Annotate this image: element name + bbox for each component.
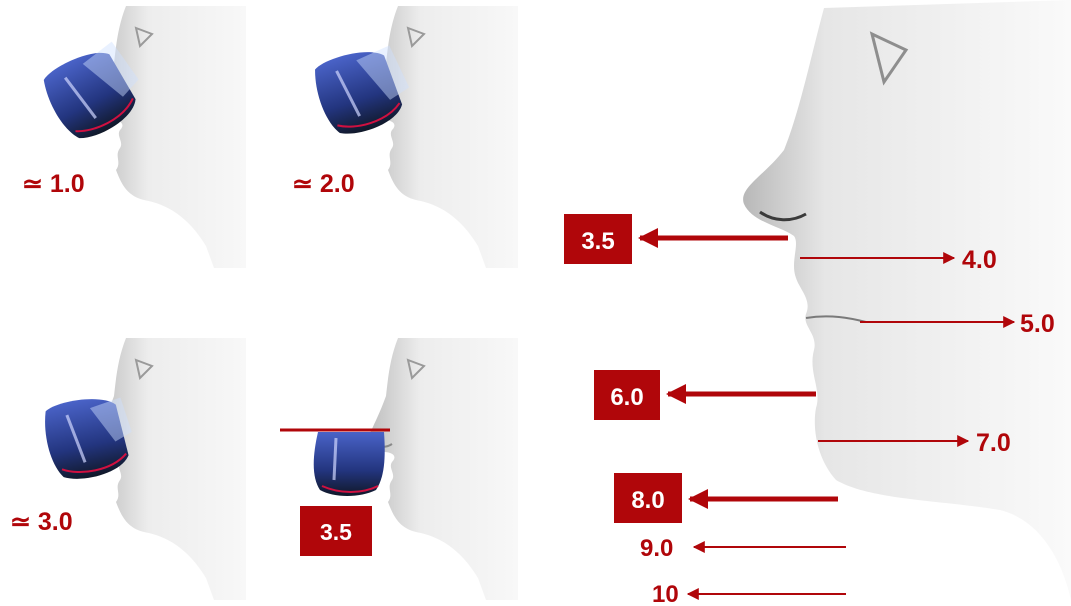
large-profile — [743, 0, 1071, 600]
mark-3-5-box — [564, 214, 632, 264]
mark-6-0-label: 6.0 — [610, 384, 643, 411]
mark-7-0-label: 7.0 — [976, 429, 1011, 457]
face-profile-2 — [366, 5, 519, 269]
panel-4-label: 3.5 — [320, 519, 352, 545]
mark-3-5: 3.5 — [564, 214, 788, 264]
profile-marks: 3.5 4.0 5.0 6.0 7.0 8.0 — [564, 214, 1055, 606]
mark-6-0: 6.0 — [594, 370, 816, 420]
mark-9-0: 9.0 — [640, 535, 846, 562]
mark-5-0-label: 5.0 — [1020, 310, 1055, 338]
panel-3: ≃ 3.0 — [10, 337, 248, 601]
panel-3-label: ≃ 3.0 — [10, 508, 73, 536]
mark-7-0: 7.0 — [818, 429, 1011, 457]
nostril — [759, 210, 807, 222]
panel-1-label: ≃ 1.0 — [22, 170, 85, 198]
panel-2-label: ≃ 2.0 — [292, 170, 355, 198]
panel-4: 3.5 — [280, 337, 519, 601]
nose-shield-3 — [45, 397, 132, 479]
face-profile-4 — [366, 337, 519, 601]
mark-4-0: 4.0 — [800, 246, 997, 274]
nose-shield-2 — [315, 45, 410, 134]
mark-3-5-label: 3.5 — [581, 228, 614, 255]
nose-shield-1 — [43, 41, 139, 139]
mark-9-0-label: 9.0 — [640, 535, 673, 562]
mark-8-0-box — [614, 473, 682, 523]
face-profile-1 — [94, 5, 248, 269]
mark-8-0: 8.0 — [614, 473, 838, 523]
eye-shadow — [869, 31, 909, 86]
panel-4-label-box — [300, 506, 372, 556]
nose-shield-4 — [313, 432, 385, 496]
face-profile-3 — [94, 337, 248, 601]
mark-6-0-box — [594, 370, 660, 420]
mark-10-label: 10 — [652, 581, 679, 606]
panel-1: ≃ 1.0 — [22, 5, 248, 269]
mark-8-0-label: 8.0 — [631, 487, 664, 514]
mark-10: 10 — [652, 581, 846, 606]
large-face-profile — [743, 0, 1071, 600]
panel-2: ≃ 2.0 — [292, 5, 519, 269]
mark-4-0-label: 4.0 — [962, 246, 997, 274]
mark-5-0: 5.0 — [860, 310, 1055, 338]
